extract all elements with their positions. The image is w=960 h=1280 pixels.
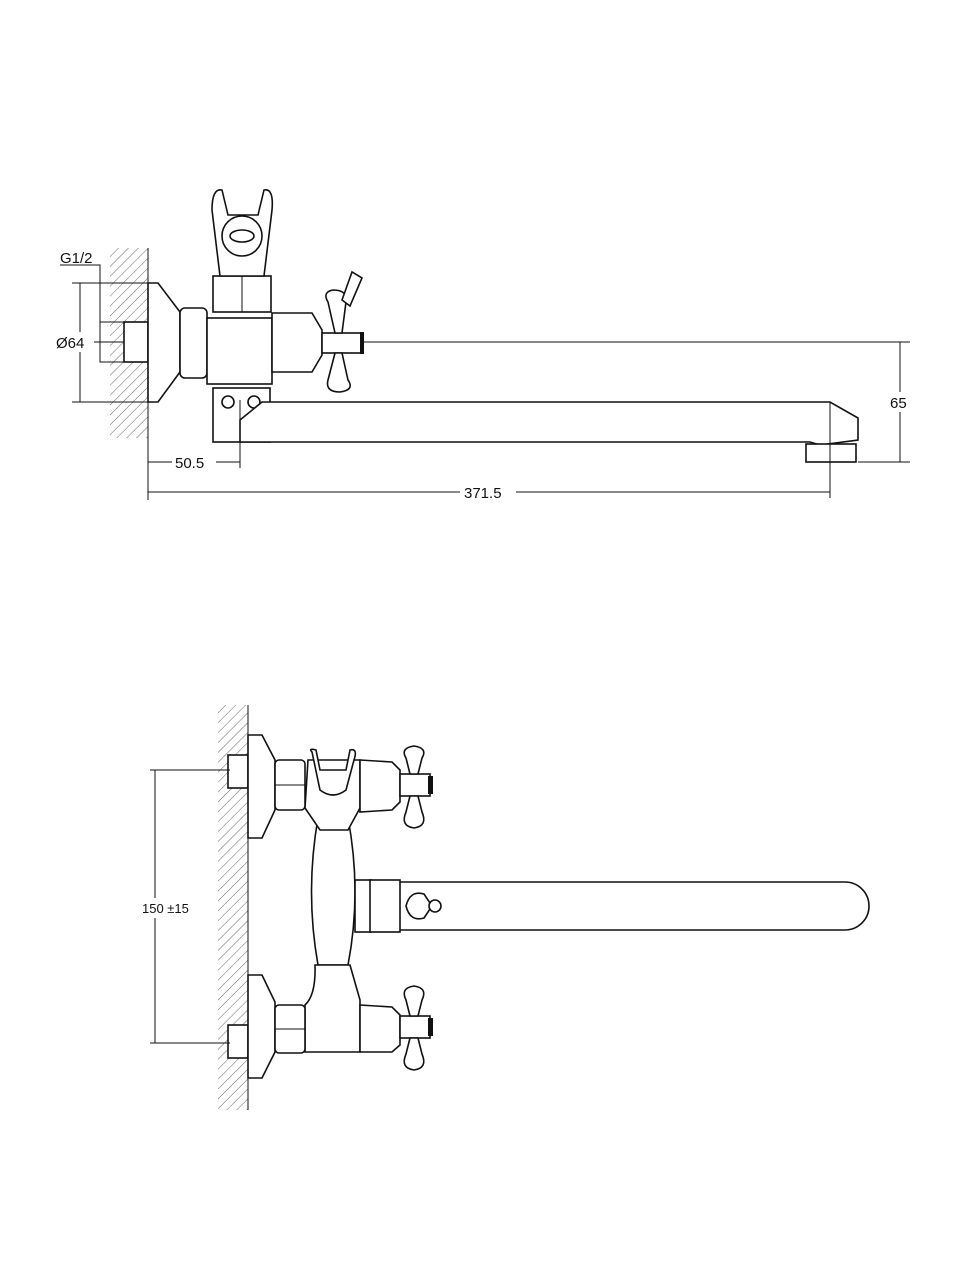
- spout-collar: [354, 879, 372, 933]
- top-dimensions: 150 ±15: [140, 769, 230, 1044]
- shower-holder: [309, 748, 357, 796]
- lower-cross-handle: [399, 985, 433, 1071]
- spout-nut: [369, 879, 401, 933]
- upper-stub: [227, 754, 249, 789]
- upper-cartridge: [359, 759, 401, 813]
- side-dimensions: G1/2 Ø64 50.5 371.5 65: [52, 250, 914, 502]
- lower-flange: [247, 974, 276, 1079]
- lower-elbow: [304, 964, 361, 1053]
- spout: [369, 881, 870, 931]
- side-view: [80, 189, 910, 500]
- hex-nut: [179, 307, 208, 379]
- wall-offset-label: 50.5: [175, 455, 204, 472]
- top-view: [218, 705, 870, 1110]
- thread-stub: [123, 321, 149, 363]
- mixer-body: [310, 817, 356, 966]
- upper-flange: [247, 734, 276, 839]
- lower-cartridge: [359, 1004, 401, 1053]
- inlet-spacing-label: 150 ±15: [142, 901, 189, 916]
- wall-flange: [147, 282, 181, 403]
- diverter-pin: [341, 270, 364, 308]
- diameter-label: Ø64: [56, 335, 84, 352]
- upper-cross-handle: [399, 745, 433, 829]
- handle-hub: [321, 332, 363, 354]
- cartridge: [271, 312, 323, 373]
- aerator: [805, 443, 857, 463]
- valve-body: [206, 317, 273, 385]
- thread-label: G1/2: [60, 250, 93, 267]
- spout-length-label: 371.5: [464, 485, 502, 502]
- spout-height-label: 65: [890, 395, 907, 412]
- handle-arm-bottom: [326, 352, 351, 393]
- lower-stub: [227, 1024, 249, 1059]
- spout: [239, 401, 859, 446]
